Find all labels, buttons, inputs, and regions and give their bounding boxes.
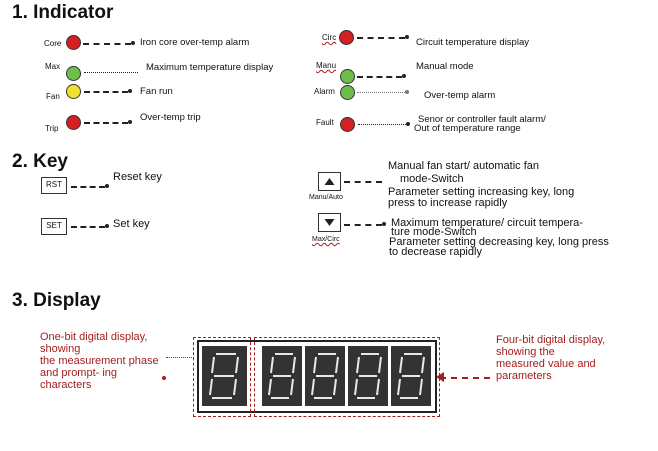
leader-line	[357, 76, 402, 78]
fault-lamp	[340, 117, 355, 132]
leader-line	[358, 124, 406, 125]
manu-lamp	[340, 69, 355, 84]
indicator-desc-fan: Fan run	[140, 86, 173, 97]
display-desc-right-4: parameters	[496, 370, 552, 382]
up-key[interactable]	[318, 172, 341, 191]
leader-line	[166, 357, 194, 358]
seven-segment-icon	[268, 353, 296, 399]
leader-dot	[406, 122, 410, 126]
leader-dot	[402, 74, 406, 78]
display-desc-left-2: showing	[40, 343, 81, 355]
leader-line	[83, 43, 131, 45]
indicator-label-fault: Fault	[316, 118, 334, 127]
key-desc-up-2: mode-Switch	[400, 173, 464, 185]
leader-line	[84, 122, 128, 124]
indicator-label-circ: Circ	[322, 33, 337, 42]
leader-line	[84, 91, 128, 93]
indicator-label-fan: Fan	[46, 92, 60, 101]
leader-dot	[162, 376, 166, 380]
leader-line	[344, 224, 382, 226]
circ-lamp	[339, 30, 354, 45]
indicator-desc-trip: Over-temp trip	[140, 112, 201, 123]
four-bit-digit-4	[391, 346, 431, 406]
trip-lamp	[66, 115, 81, 130]
leader-dot	[131, 41, 135, 45]
indicator-desc-fault-2: Out of temperature range	[414, 123, 521, 134]
indicator-label-manu: Manu	[316, 61, 337, 70]
indicator-label-core: Core	[44, 39, 62, 48]
indicator-label-trip: Trip	[45, 124, 59, 133]
set-key[interactable]: SET	[41, 218, 67, 235]
down-key[interactable]	[318, 213, 341, 232]
leader-dot	[405, 90, 409, 94]
indicator-desc-fault-1: Senor or controller fault alarm/	[418, 114, 546, 125]
four-bit-digit-2	[305, 346, 345, 406]
seven-segment-icon	[354, 353, 382, 399]
four-bit-digit-3	[348, 346, 388, 406]
indicator-label-max: Max	[45, 62, 61, 71]
leader-dot	[382, 222, 386, 226]
key-desc-up-3: Parameter setting increasing key, long	[388, 186, 575, 198]
leader-line	[440, 377, 490, 379]
leader-dot	[128, 89, 132, 93]
leader-line	[344, 181, 382, 183]
key-desc-down-1: Maximum temperature/ circuit tempera-	[391, 217, 583, 229]
leader-line	[71, 186, 105, 188]
key-desc-up-1: Manual fan start/ automatic fan	[388, 160, 540, 172]
down-key-caption: Max/Circ	[312, 236, 340, 243]
display-desc-left-1: One-bit digital display,	[40, 331, 148, 343]
key-desc-rst: Reset key	[113, 171, 162, 183]
display-desc-right-3: measured value and	[496, 358, 596, 370]
section-title-indicator: 1. Indicator	[12, 2, 114, 23]
seven-segment-icon	[311, 353, 339, 399]
indicator-desc-alarm: Over-temp alarm	[424, 90, 496, 101]
fan-lamp	[66, 84, 81, 99]
max-lamp	[66, 66, 81, 81]
seven-segment-icon	[397, 353, 425, 399]
four-bit-digit-1	[262, 346, 302, 406]
key-desc-down-3: Parameter setting decreasing key, long p…	[389, 236, 609, 248]
indicator-desc-core: Iron core over-temp alarm	[140, 37, 250, 48]
alarm-lamp	[340, 85, 355, 100]
leader-dot	[105, 224, 109, 228]
triangle-down-icon	[324, 219, 335, 226]
up-key-caption: Manu/Auto	[309, 194, 343, 201]
display-desc-right-2: showing the	[496, 346, 555, 358]
leader-line	[357, 92, 405, 93]
key-desc-set: Set key	[113, 218, 150, 230]
indicator-label-alarm: Alarm	[314, 87, 335, 96]
leader-dot	[128, 120, 132, 124]
leader-dot	[105, 184, 109, 188]
display-desc-right-1: Four-bit digital display,	[496, 334, 606, 346]
key-desc-down-4: to decrease rapidly	[389, 246, 482, 258]
rst-key[interactable]: RST	[41, 177, 67, 194]
key-desc-down-2: ture mode-Switch	[391, 226, 477, 238]
indicator-desc-circ: Circuit temperature display	[416, 37, 529, 48]
display-desc-left-4: and prompt- ing	[40, 367, 118, 379]
section-title-display: 3. Display	[12, 290, 101, 311]
leader-line	[357, 37, 405, 39]
section-title-key: 2. Key	[12, 151, 68, 172]
key-desc-up-4: press to increase rapidly	[388, 197, 508, 209]
seven-segment-icon	[209, 353, 239, 399]
triangle-up-icon	[324, 178, 335, 185]
one-bit-digit	[202, 346, 247, 406]
indicator-desc-max: Maximum temperature display	[146, 62, 274, 73]
four-bit-highlight	[254, 337, 440, 417]
leader-line	[71, 226, 105, 228]
display-desc-left-5: characters	[40, 379, 92, 391]
leader-line	[84, 72, 138, 73]
indicator-desc-manu: Manual mode	[416, 61, 474, 72]
arrow-left-icon	[436, 372, 444, 382]
display-desc-left-3: the measurement phase	[40, 355, 159, 367]
core-lamp	[66, 35, 81, 50]
one-bit-highlight	[193, 337, 251, 417]
leader-dot	[405, 35, 409, 39]
